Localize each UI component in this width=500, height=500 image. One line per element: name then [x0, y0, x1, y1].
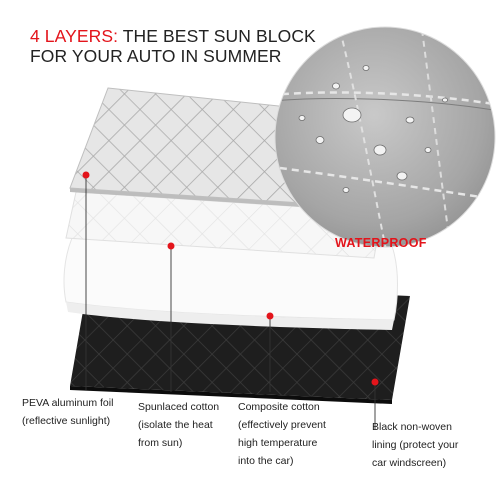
callout-lining-line-3: car windscreen)	[372, 457, 447, 469]
callout-lining-line-2: lining (protect your	[372, 439, 459, 451]
callout-foil: PEVA aluminum foil (reflective sunlight)	[22, 394, 113, 430]
headline-line-1: 4 LAYERS: THE BEST SUN BLOCK	[30, 26, 316, 46]
callout-dot-icon	[82, 171, 90, 179]
waterproof-label: WATERPROOF	[335, 236, 427, 250]
headline: 4 LAYERS: THE BEST SUN BLOCK FOR YOUR AU…	[30, 26, 316, 66]
headline-line-1-rest: THE BEST SUN BLOCK	[118, 26, 316, 46]
headline-accent: 4 LAYERS:	[30, 26, 119, 46]
callout-spunlaced-line-3: from sun)	[138, 437, 183, 449]
callout-foil-line-2: (reflective sunlight)	[22, 415, 111, 427]
callout-spunlaced-line-2: (isolate the heat	[138, 419, 213, 431]
headline-line-2: FOR YOUR AUTO IN SUMMER	[30, 46, 282, 66]
callout-dot-icon	[167, 242, 175, 250]
callout-lining: Black non-woven lining (protect your car…	[372, 418, 458, 472]
callout-composite-line-3: high temperature	[238, 437, 318, 449]
callout-foil-line-1: PEVA aluminum foil	[22, 397, 114, 409]
waterproof-zoom	[274, 26, 496, 248]
callout-dot-icon	[266, 312, 274, 320]
callout-spunlaced: Spunlaced cotton (isolate the heat from …	[138, 398, 219, 452]
callout-composite-line-4: into the car)	[238, 455, 294, 467]
callout-lining-line-1: Black non-woven	[372, 421, 452, 433]
callout-composite: Composite cotton (effectively prevent hi…	[238, 398, 326, 470]
callout-dot-icon	[371, 378, 379, 386]
callout-composite-line-2: (effectively prevent	[238, 419, 326, 431]
callout-composite-line-1: Composite cotton	[238, 401, 320, 413]
callout-spunlaced-line-1: Spunlaced cotton	[138, 401, 220, 413]
